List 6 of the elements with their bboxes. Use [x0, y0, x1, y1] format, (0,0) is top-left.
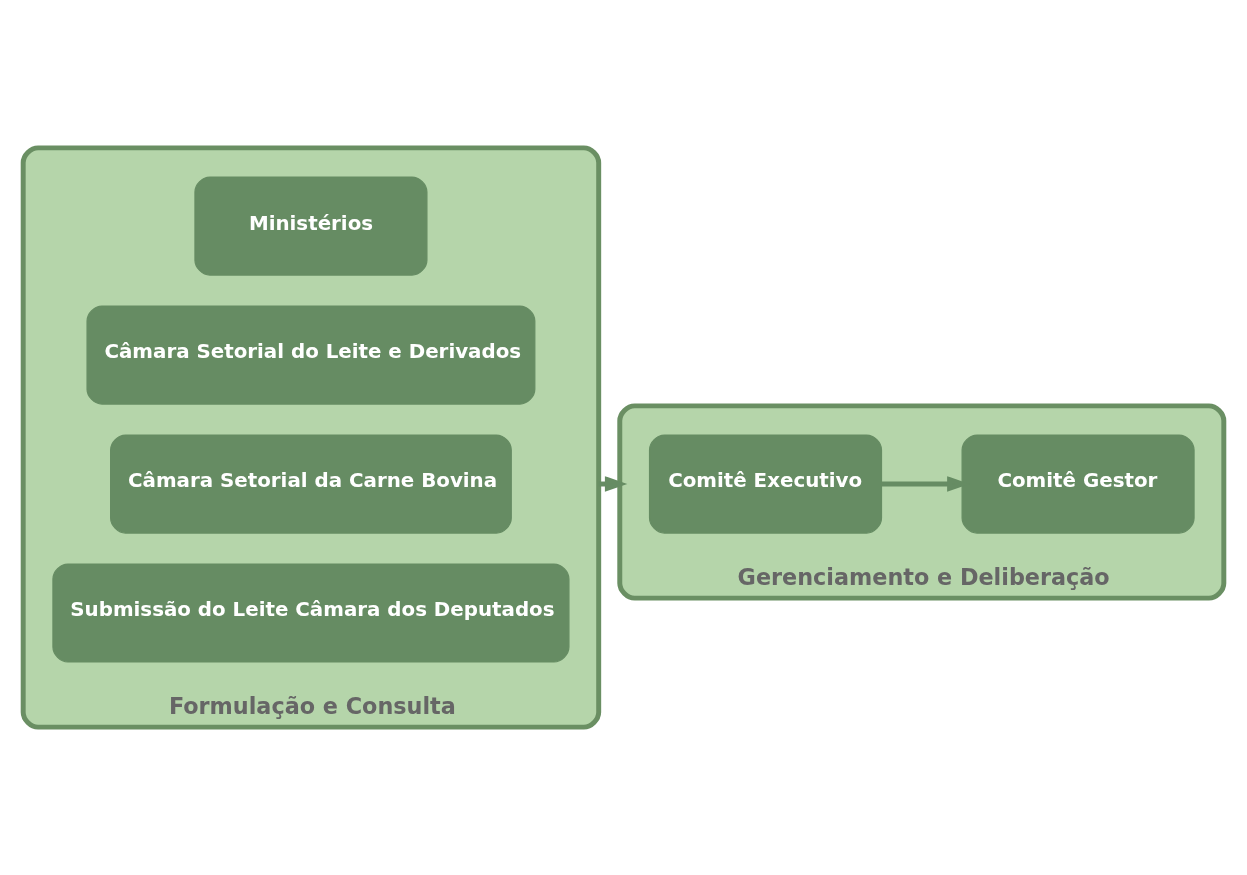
- node-box: Ministérios: [194, 176, 428, 276]
- node-box: Comitê Gestor: [961, 434, 1195, 534]
- node-box: Submissão do Leite Câmara dos Deputados: [52, 563, 570, 663]
- node-box: Câmara Setorial do Leite e Derivados: [86, 305, 536, 405]
- node-box: Comitê Executivo: [648, 434, 883, 534]
- node-box: Câmara Setorial da Carne Bovina: [110, 434, 512, 534]
